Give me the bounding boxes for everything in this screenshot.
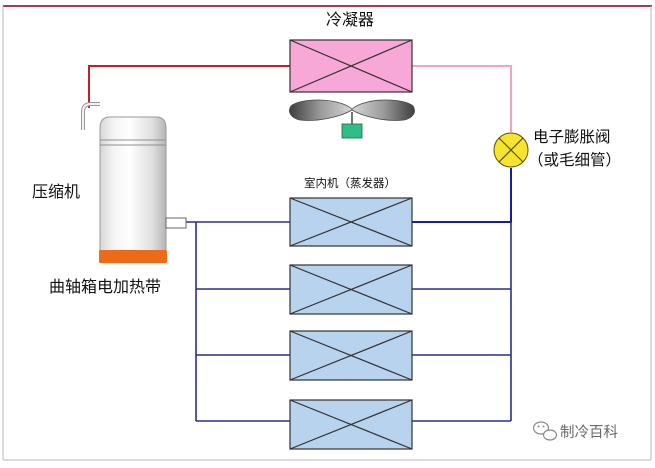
crankcase-heater-band [99, 250, 167, 263]
indoor-unit-label: 室内机（蒸发器） [304, 176, 396, 190]
evaporator-coil-icon [289, 264, 413, 315]
crankcase-heater-label: 曲轴箱电加热带 [49, 277, 161, 296]
expansion-valve-label: 电子膨胀阀 [533, 128, 611, 146]
evaporator-coil-icon [289, 399, 413, 450]
watermark-text: 制冷百科 [560, 424, 618, 441]
evaporator-coil-icon [289, 330, 413, 381]
discharge-pipe [88, 65, 290, 108]
fan-icon [289, 99, 415, 139]
expansion-valve-note: （或毛细管） [528, 151, 621, 169]
compressor-icon [81, 102, 187, 257]
liquid-pipe [412, 168, 512, 223]
expansion-valve-icon [493, 132, 529, 168]
indoor-unit-piping [186, 221, 512, 422]
wechat-icon [532, 421, 558, 441]
condenser-coil-icon [289, 39, 413, 93]
condenser-label: 冷凝器 [326, 10, 374, 29]
condenser-outlet-pipe [412, 65, 512, 132]
outer-frame [2, 5, 652, 461]
compressor-label: 压缩机 [32, 182, 80, 201]
evaporator-coil-icon [289, 197, 413, 247]
